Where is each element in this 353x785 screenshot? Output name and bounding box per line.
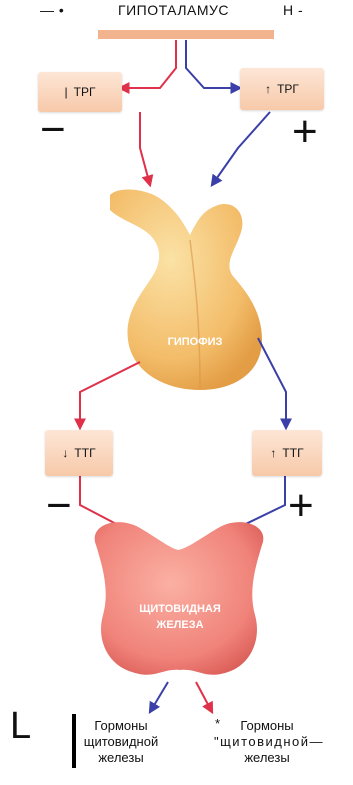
lower-plus-sign: + xyxy=(288,484,314,528)
left-caption-line3: железы xyxy=(78,750,164,766)
left-caption-line1: Гормоны xyxy=(78,718,164,734)
right-caption-line3: железы xyxy=(214,750,320,766)
left-hormones-caption: Гормоны щитовидной железы xyxy=(78,718,164,766)
left-caption-line2: щитовидной xyxy=(78,734,164,750)
right-caption-line2: "щитовидной— xyxy=(214,734,320,750)
up-arrow-icon: ↑ xyxy=(270,446,276,460)
thyroid-gland xyxy=(95,522,264,675)
blue-arrow-to-lower-right xyxy=(258,338,286,428)
pituitary-label: ГИПОФИЗ xyxy=(168,336,223,348)
right-caption-line1: Гормоны xyxy=(214,718,320,734)
blue-arrow-to-pituitary xyxy=(212,112,270,185)
blue-arrow-to-upper-right xyxy=(186,40,240,88)
blue-arrow-hormones-out xyxy=(150,682,168,712)
hypothalamus-bar xyxy=(98,30,274,39)
lower-right-ttg-label: ТТГ xyxy=(282,446,303,460)
caption-bar xyxy=(72,714,76,768)
thyroid-label-line1: ЩИТОВИДНАЯ xyxy=(139,603,221,615)
upper-right-trg-box: ↑ ТРГ xyxy=(240,68,324,110)
lower-right-ttg-box: ↑ ТТГ xyxy=(252,430,322,476)
red-arrow-to-upper-left xyxy=(120,40,176,88)
upper-left-prefix: | xyxy=(65,85,68,99)
upper-plus-sign: + xyxy=(292,110,318,154)
lower-left-ttg-box: ↓ ТТГ xyxy=(45,430,113,476)
down-arrow-icon: ↓ xyxy=(62,446,68,460)
lower-minus-sign: − xyxy=(46,484,72,528)
red-arrow-to-pituitary xyxy=(140,112,150,185)
up-arrow-icon: ↑ xyxy=(265,82,271,96)
red-arrow-to-lower-left xyxy=(80,362,140,428)
upper-minus-sign: − xyxy=(40,108,66,152)
right-hormones-caption: Гормоны "щитовидной— железы xyxy=(214,718,320,766)
red-arrow-hormones-out xyxy=(196,682,212,712)
upper-right-trg-label: ТРГ xyxy=(277,82,299,96)
thyroid-label-line2: ЖЕЛЕЗА xyxy=(155,619,203,631)
corner-mark: L xyxy=(10,706,31,746)
pituitary-gland xyxy=(110,190,262,390)
lower-left-ttg-label: ТТГ xyxy=(74,446,95,460)
upper-left-trg-label: ТРГ xyxy=(74,85,96,99)
